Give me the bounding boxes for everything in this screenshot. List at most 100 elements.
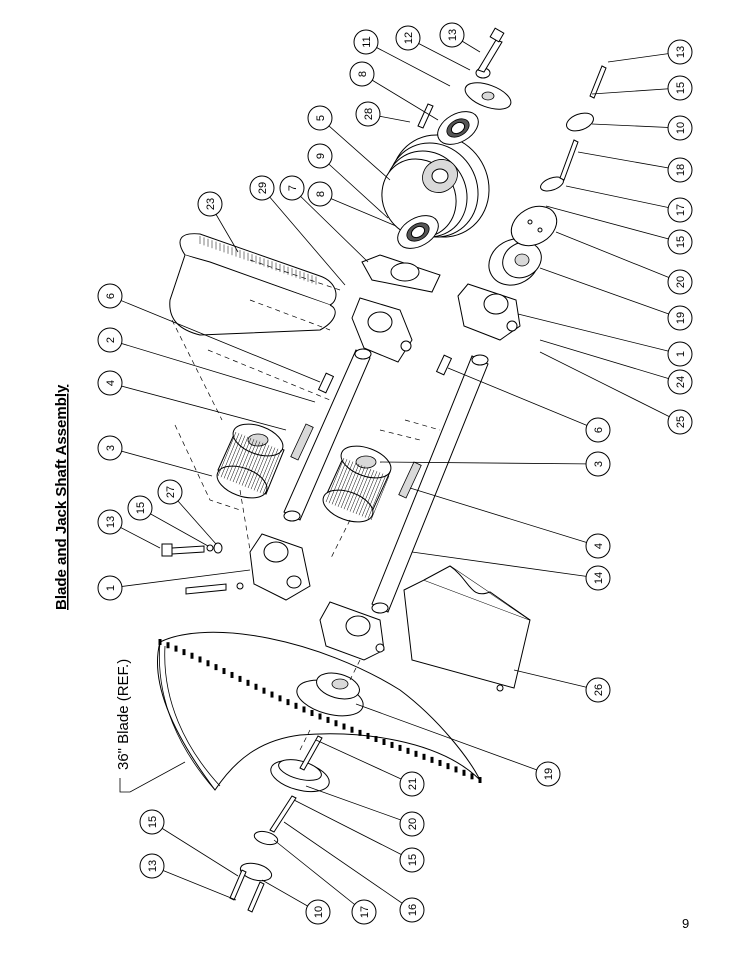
callout-14: 14 bbox=[585, 565, 611, 591]
leader-line bbox=[361, 73, 439, 121]
callout-1-right: 1 bbox=[667, 341, 693, 367]
leader-line bbox=[319, 193, 397, 227]
callout-18: 18 bbox=[667, 157, 693, 183]
callout-label: 20 bbox=[675, 276, 687, 288]
cog-pulley-3-lower bbox=[322, 445, 392, 523]
leader-line bbox=[513, 669, 599, 691]
callout-13-left: 13 bbox=[97, 509, 123, 535]
leader-line bbox=[555, 231, 681, 283]
callout-23: 23 bbox=[197, 191, 223, 217]
callout-25: 25 bbox=[667, 409, 693, 435]
callout-label: 5 bbox=[315, 115, 327, 121]
callout-label: 18 bbox=[675, 164, 687, 176]
washer-10-right bbox=[566, 112, 594, 132]
callout-label: 17 bbox=[359, 906, 371, 918]
callout-26: 26 bbox=[585, 677, 611, 703]
bushing-4-upper bbox=[290, 423, 314, 461]
callout-8-mid: 8 bbox=[307, 181, 333, 207]
callout-label: 8 bbox=[315, 191, 327, 197]
callout-10-bottom: 10 bbox=[305, 899, 331, 925]
callout-label: 11 bbox=[361, 36, 373, 47]
callout-label: 19 bbox=[543, 768, 555, 780]
callout-label: 10 bbox=[313, 906, 325, 918]
leader-line bbox=[293, 799, 413, 861]
callout-15-right-mid: 15 bbox=[667, 229, 693, 255]
callout-6-left: 6 bbox=[97, 283, 123, 309]
page-title: Blade and Jack Shaft Assembly bbox=[53, 384, 70, 610]
leader-line bbox=[315, 739, 413, 785]
callout-label: 10 bbox=[675, 122, 687, 134]
leader-line bbox=[411, 551, 599, 579]
callout-21: 21 bbox=[399, 771, 425, 797]
callout-3-left: 3 bbox=[97, 435, 123, 461]
callout-label: 28 bbox=[363, 108, 375, 120]
stud-18 bbox=[559, 139, 579, 181]
leader-line bbox=[591, 123, 681, 129]
leader-line bbox=[355, 703, 549, 775]
callout-20-right: 20 bbox=[667, 269, 693, 295]
leader-line bbox=[151, 865, 237, 901]
leader-line bbox=[517, 313, 681, 355]
leader-line bbox=[539, 267, 681, 319]
leader-line bbox=[305, 785, 413, 825]
callout-label: 6 bbox=[105, 293, 117, 299]
callout-24: 24 bbox=[667, 369, 693, 395]
callout-label: 15 bbox=[675, 82, 687, 94]
callout-3-right: 3 bbox=[585, 451, 611, 477]
callout-label: 16 bbox=[407, 904, 419, 916]
bolt-13-left bbox=[171, 545, 205, 555]
callout-label: 4 bbox=[593, 543, 605, 549]
callout-label: 1 bbox=[105, 585, 117, 591]
callout-label: 8 bbox=[357, 71, 369, 77]
callout-8-top: 8 bbox=[349, 61, 375, 87]
callout-label: 23 bbox=[205, 198, 217, 210]
callout-label: 13 bbox=[147, 860, 159, 872]
leader-line bbox=[379, 461, 599, 465]
callout-label: 7 bbox=[287, 185, 299, 191]
callout-9: 9 bbox=[307, 143, 333, 169]
callout-label: 2 bbox=[105, 337, 117, 343]
callout-label: 27 bbox=[165, 486, 177, 498]
callout-16: 16 bbox=[399, 897, 425, 923]
callout-13-right: 13 bbox=[667, 39, 693, 65]
leader-line bbox=[109, 447, 213, 477]
leader-line bbox=[109, 295, 321, 383]
leader-line bbox=[319, 117, 391, 181]
leader-line bbox=[291, 187, 369, 263]
callout-17-right: 17 bbox=[667, 197, 693, 223]
blade-note: 36" Blade (REF.) bbox=[115, 659, 132, 770]
callout-label: 14 bbox=[593, 572, 605, 584]
callout-12: 12 bbox=[395, 25, 421, 51]
callout-label: 25 bbox=[675, 416, 687, 428]
callout-10-right: 10 bbox=[667, 115, 693, 141]
callout-7: 7 bbox=[279, 175, 305, 201]
leader-line bbox=[447, 367, 599, 431]
leader-line bbox=[565, 185, 681, 211]
page-number: 9 bbox=[682, 916, 690, 931]
callout-15-right-top: 15 bbox=[667, 75, 693, 101]
callout-label: 17 bbox=[675, 204, 687, 216]
key-6-lower bbox=[435, 354, 453, 376]
callout-2: 2 bbox=[97, 327, 123, 353]
callout-label: 15 bbox=[135, 502, 147, 514]
stud-16 bbox=[269, 795, 297, 833]
callout-label: 24 bbox=[675, 376, 687, 388]
callout-label: 15 bbox=[147, 816, 159, 828]
leader-line bbox=[283, 821, 413, 911]
leader-line bbox=[577, 151, 681, 171]
callout-label: 4 bbox=[105, 380, 117, 386]
washer-10-bottom bbox=[239, 862, 273, 882]
belt bbox=[169, 233, 337, 336]
callout-27: 27 bbox=[157, 479, 183, 505]
leader-line bbox=[409, 487, 599, 547]
leader-line bbox=[319, 155, 389, 219]
callout-19-right: 19 bbox=[667, 305, 693, 331]
leader-line bbox=[139, 507, 209, 547]
shaft-14 bbox=[371, 355, 489, 613]
callout-label: 9 bbox=[315, 153, 327, 159]
callout-17-bottom: 17 bbox=[351, 899, 377, 925]
callout-4-right: 4 bbox=[585, 533, 611, 559]
callout-11: 11 bbox=[353, 29, 379, 55]
callout-6-right: 6 bbox=[585, 417, 611, 443]
leader-line bbox=[273, 839, 365, 913]
